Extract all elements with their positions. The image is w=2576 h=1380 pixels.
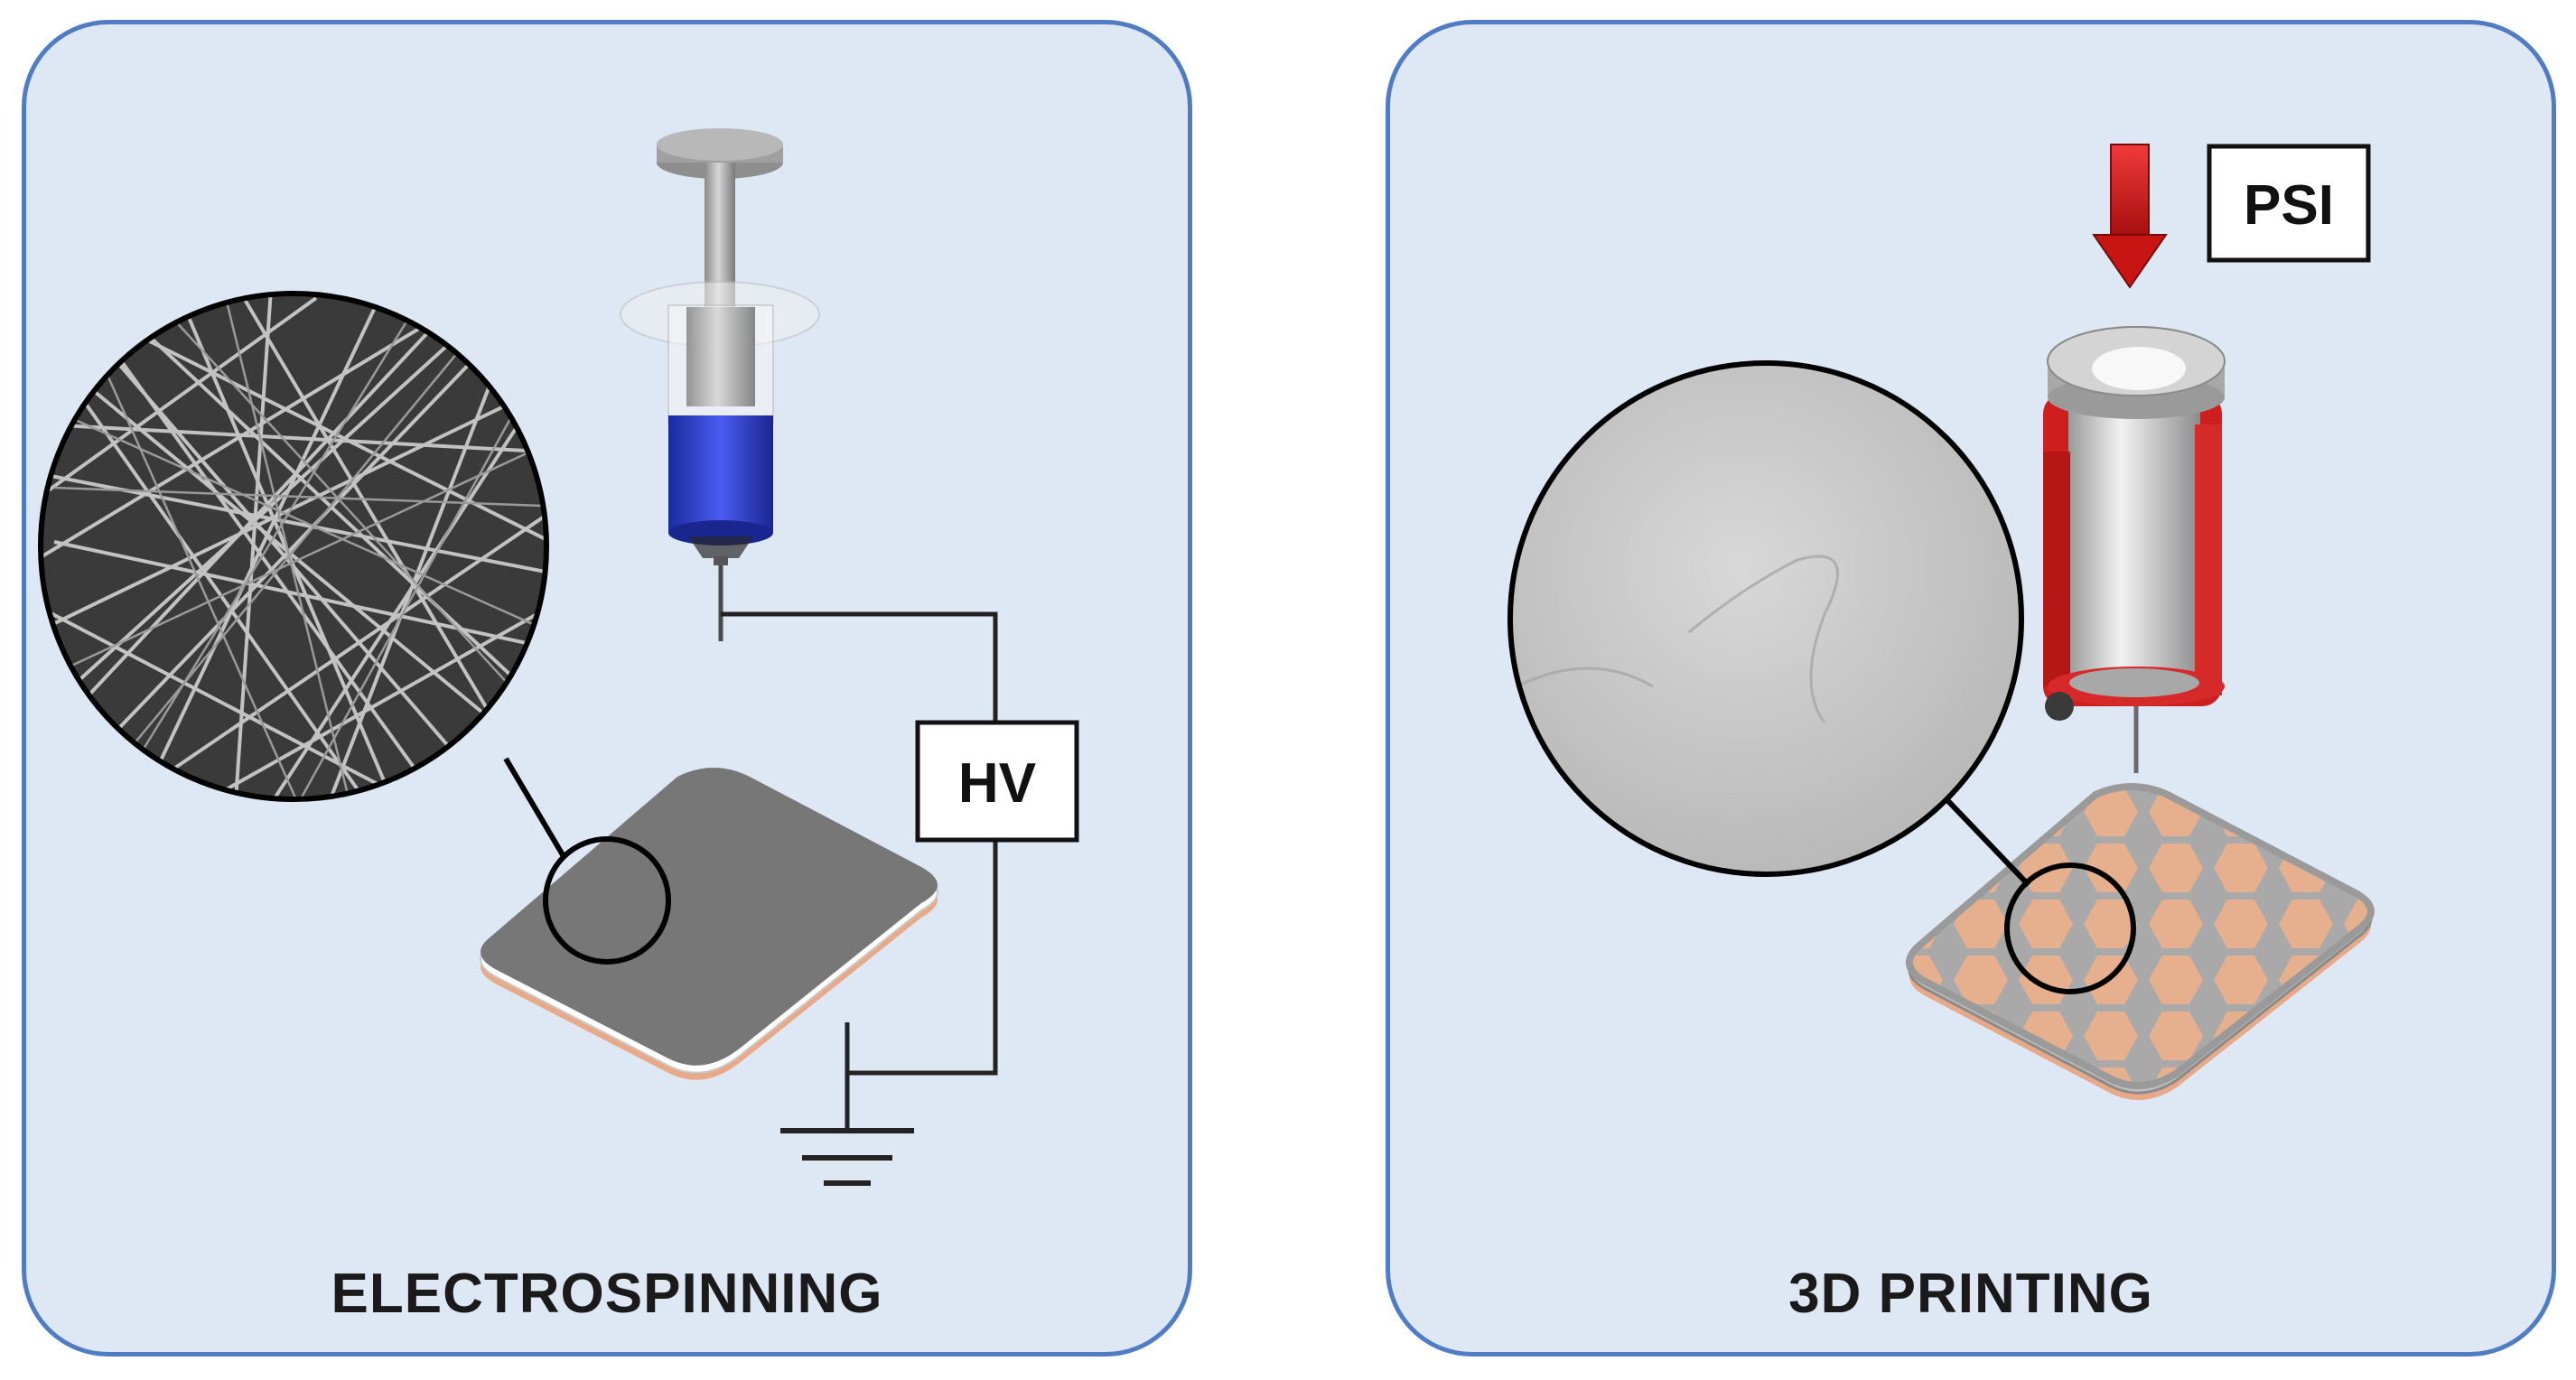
psi-label: PSI — [2244, 174, 2334, 237]
fiber-mesh-magnifier-icon — [38, 291, 567, 860]
pressure-arrow-icon — [2092, 144, 2168, 289]
3d-printing-caption: 3D PRINTING — [1788, 1263, 2153, 1325]
hv-label: HV — [958, 752, 1036, 815]
ground-symbol-icon — [780, 1128, 914, 1186]
syringe-icon — [620, 128, 820, 641]
psi-box: PSI — [2207, 144, 2371, 263]
hexagon-scaffold-icon — [1906, 783, 2375, 1101]
smooth-surface-magnifier-icon — [1507, 360, 2031, 888]
electrospinning-caption: ELECTROSPINNING — [331, 1263, 883, 1325]
hv-power-supply-box: HV — [915, 720, 1079, 843]
collector-plate-icon — [480, 768, 938, 1080]
circuit-wire — [721, 611, 998, 1129]
print-cartridge-icon — [2043, 326, 2226, 773]
